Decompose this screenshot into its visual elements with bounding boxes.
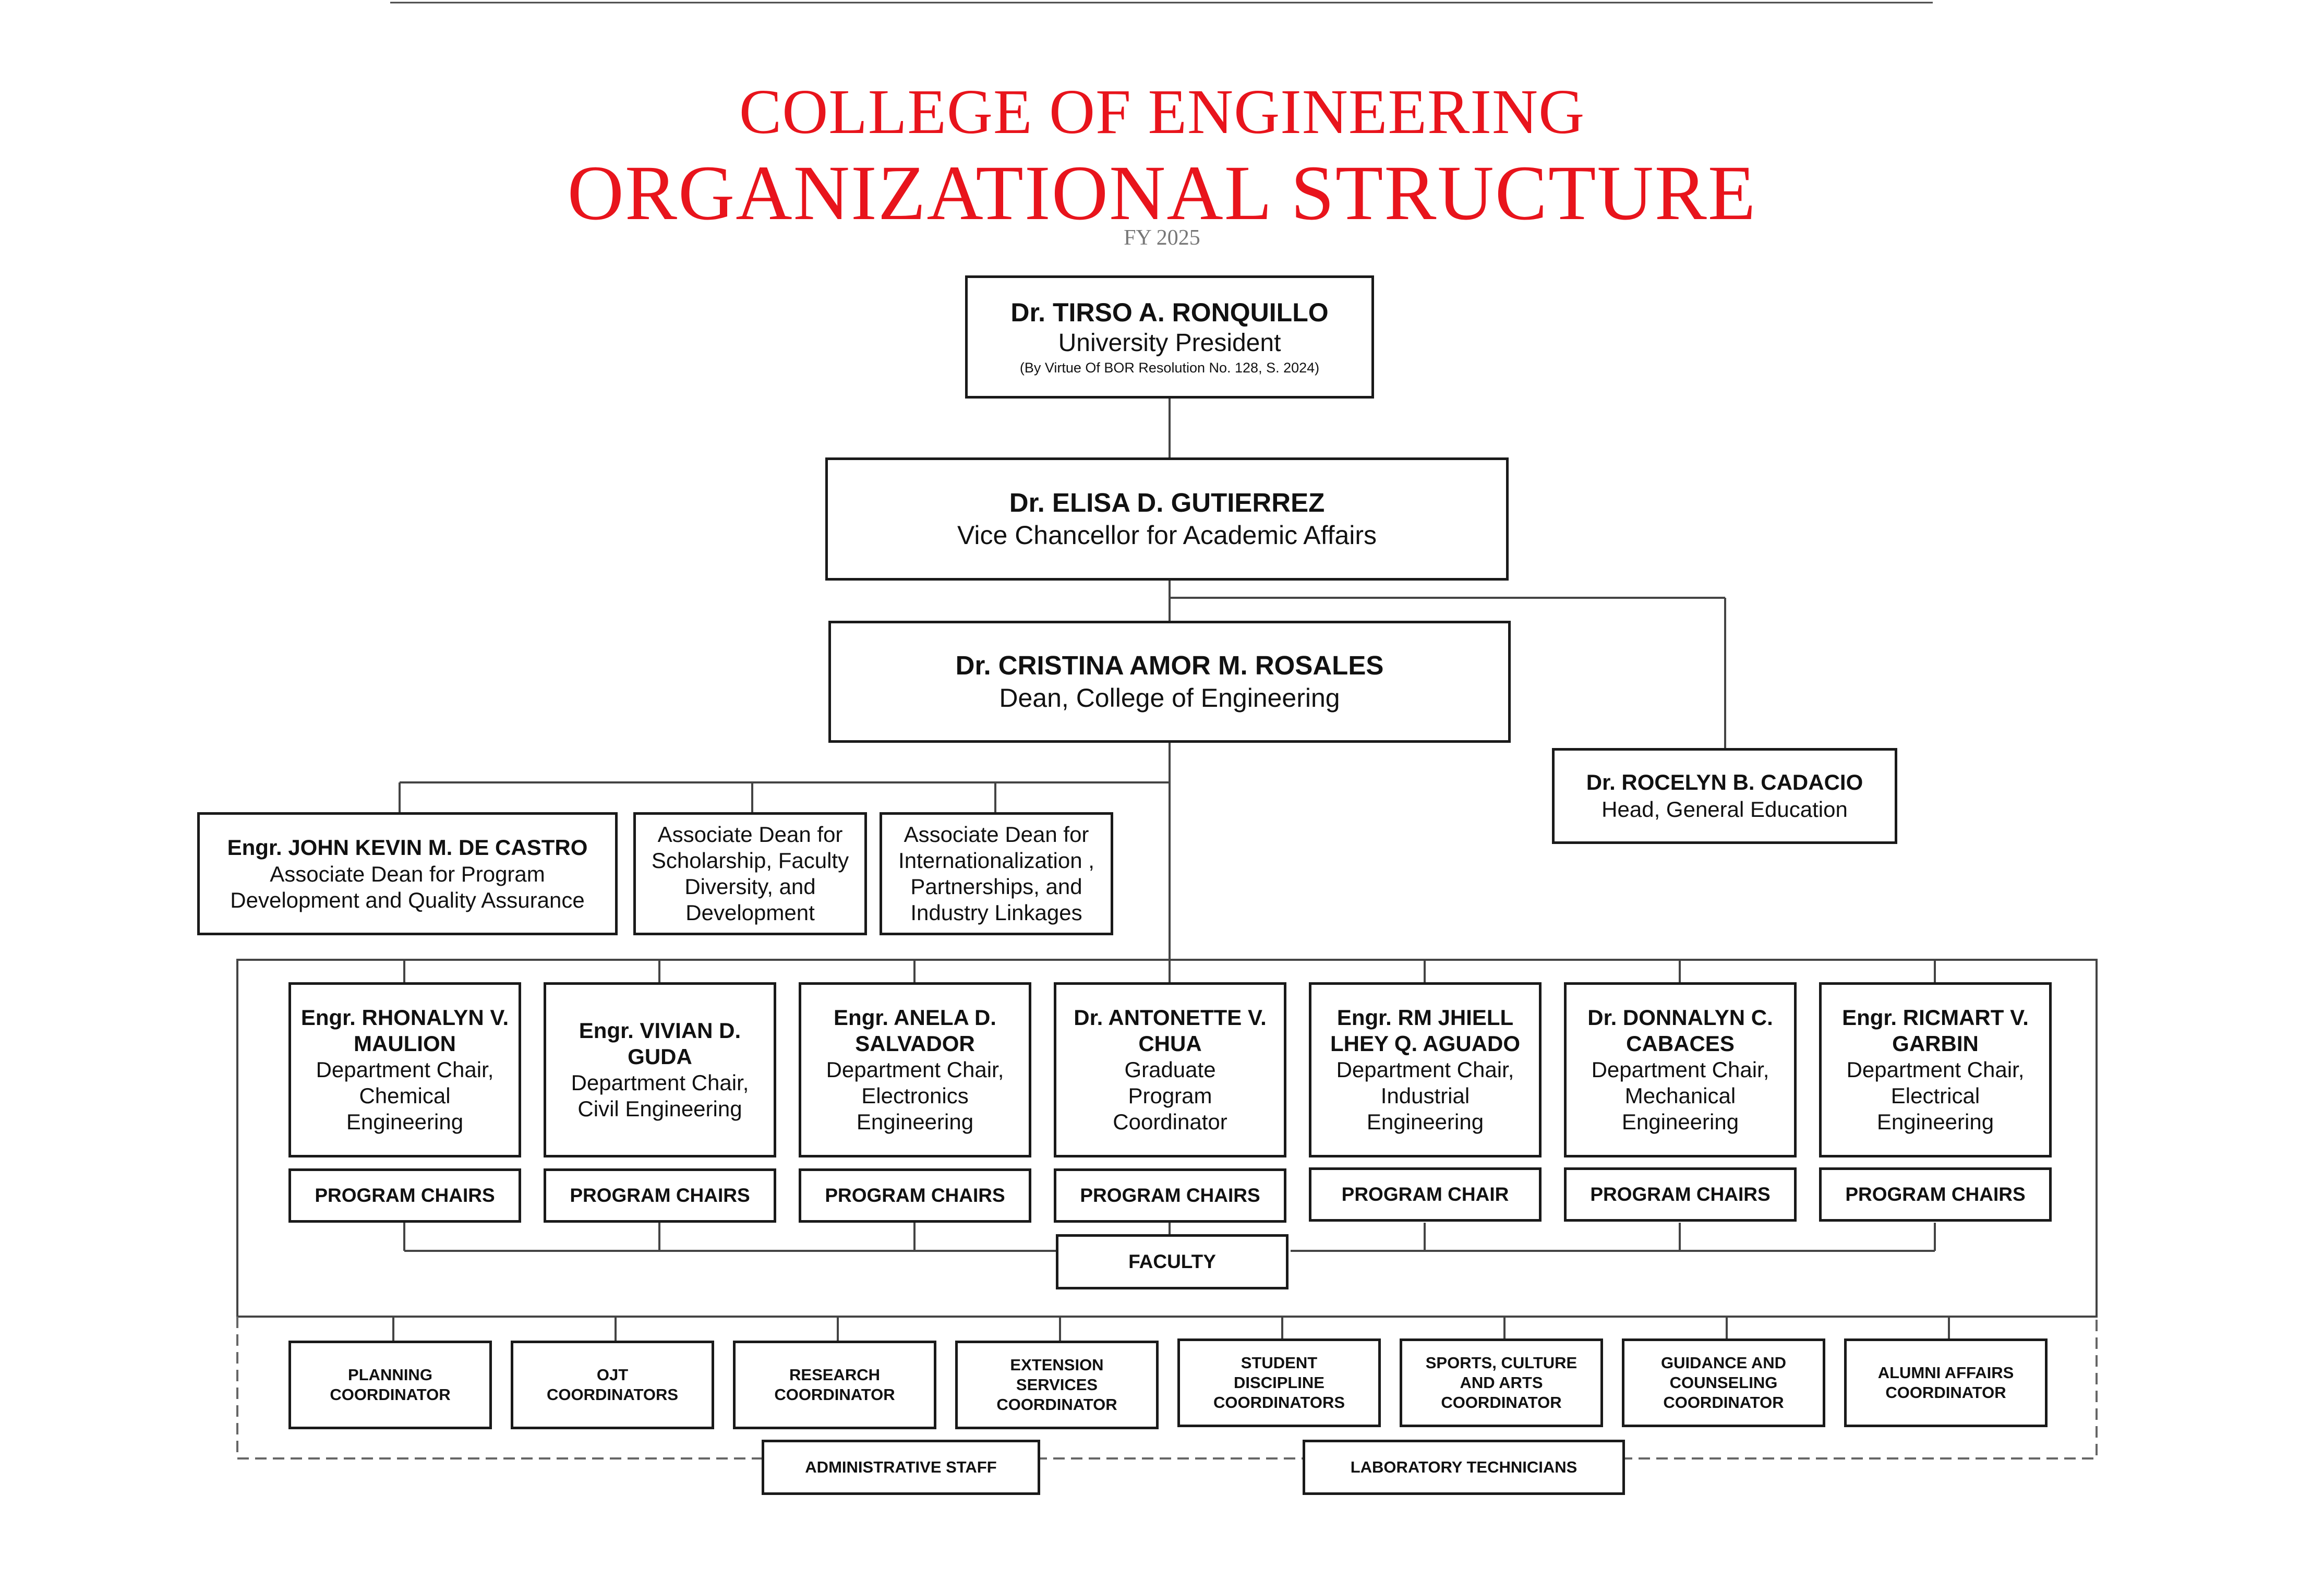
coordinator-label: PLANNING COORDINATOR [330, 1366, 451, 1404]
program-chairs-label: PROGRAM CHAIRS [1080, 1185, 1260, 1206]
coordinator-label: RESEARCH COORDINATOR [774, 1366, 895, 1404]
program-chairs-label: PROGRAM CHAIRS [570, 1185, 750, 1206]
associate-dean-box-1: Engr. JOHN KEVIN M. DE CASTRO Associate … [197, 812, 618, 935]
president-box: Dr. TIRSO A. RONQUILLO University Presid… [965, 275, 1374, 399]
program-chairs-box: PROGRAM CHAIRS [799, 1168, 1031, 1223]
associate-dean-role: Associate Dean for Scholarship, Faculty … [651, 822, 849, 925]
program-chairs-box: PROGRAM CHAIRS [1819, 1167, 2052, 1222]
coordinator-label: GUIDANCE AND COUNSELING COORDINATOR [1661, 1354, 1786, 1412]
department-chair-name: Engr. ANELA D. SALVADOR [834, 1005, 996, 1056]
department-chair-role: Department Chair, Electrical Engineering [1846, 1057, 2025, 1134]
coordinator-label: STUDENT DISCIPLINE COORDINATORS [1213, 1354, 1345, 1412]
fiscal-year: FY 2025 [1124, 226, 1200, 250]
department-chair-role: Department Chair, Industrial Engineering [1336, 1057, 1514, 1134]
department-chair-name: Engr. RICMART V. GARBIN [1842, 1005, 2029, 1056]
coordinator-label: SPORTS, CULTURE AND ARTS COORDINATOR [1425, 1354, 1578, 1412]
coordinator-box-research: RESEARCH COORDINATOR [733, 1341, 936, 1429]
department-box-industrial: Engr. RM JHIELL LHEY Q. AGUADO Departmen… [1309, 982, 1542, 1157]
department-chair-role: Department Chair, Electronics Engineerin… [826, 1057, 1004, 1134]
associate-dean-role: Associate Dean for Program Development a… [230, 862, 585, 912]
coordinator-label: OJT COORDINATORS [546, 1366, 679, 1404]
support-frame [236, 1317, 2098, 1460]
laboratory-technicians-box: LABORATORY TECHNICIANS [1303, 1440, 1625, 1495]
vice-chancellor-box: Dr. ELISA D. GUTIERREZ Vice Chancellor f… [825, 457, 1509, 581]
support-staff-label: LABORATORY TECHNICIANS [1350, 1458, 1578, 1476]
coordinator-box-extension: EXTENSION SERVICES COORDINATOR [955, 1341, 1159, 1429]
title-line-2: ORGANIZATIONAL STRUCTURE [567, 150, 1757, 236]
dean-box: Dr. CRISTINA AMOR M. ROSALES Dean, Colle… [828, 621, 1511, 743]
coordinator-box-ojt: OJT COORDINATORS [511, 1341, 714, 1429]
president-role: University President [1058, 329, 1281, 357]
program-chairs-label: PROGRAM CHAIR [1341, 1184, 1509, 1205]
department-box-electronics: Engr. ANELA D. SALVADOR Department Chair… [799, 982, 1031, 1157]
vice-chancellor-name: Dr. ELISA D. GUTIERREZ [1009, 488, 1325, 517]
associate-dean-name: Engr. JOHN KEVIN M. DE CASTRO [227, 835, 588, 860]
faculty-label: FACULTY [1128, 1251, 1216, 1272]
department-chair-name: Engr. RM JHIELL LHEY Q. AGUADO [1330, 1005, 1521, 1056]
coordinator-box-sports-culture: SPORTS, CULTURE AND ARTS COORDINATOR [1400, 1338, 1603, 1427]
coordinator-label: EXTENSION SERVICES COORDINATOR [996, 1356, 1117, 1414]
department-chair-role: Department Chair, Chemical Engineering [316, 1057, 494, 1134]
coordinator-box-alumni: ALUMNI AFFAIRS COORDINATOR [1844, 1338, 2048, 1427]
coordinator-box-student-discipline: STUDENT DISCIPLINE COORDINATORS [1177, 1338, 1381, 1427]
dean-name: Dr. CRISTINA AMOR M. ROSALES [955, 650, 1384, 680]
program-chairs-label: PROGRAM CHAIRS [1590, 1184, 1771, 1205]
support-staff-label: ADMINISTRATIVE STAFF [805, 1458, 997, 1476]
department-chair-name: Engr. RHONALYN V. MAULION [300, 1005, 509, 1056]
faculty-box: FACULTY [1056, 1234, 1289, 1289]
program-chairs-box: PROGRAM CHAIRS [288, 1168, 521, 1223]
president-name: Dr. TIRSO A. RONQUILLO [1010, 298, 1329, 327]
department-box-mechanical: Dr. DONNALYN C. CABACES Department Chair… [1564, 982, 1797, 1157]
program-chairs-label: PROGRAM CHAIRS [315, 1185, 495, 1206]
department-chair-name: Engr. VIVIAN D. GUDA [579, 1018, 741, 1069]
associate-dean-box-3: Associate Dean for Internationalization … [880, 812, 1113, 935]
program-chairs-label: PROGRAM CHAIRS [825, 1185, 1005, 1206]
coordinator-box-guidance: GUIDANCE AND COUNSELING COORDINATOR [1622, 1338, 1825, 1427]
president-note: (By Virtue Of BOR Resolution No. 128, S.… [1019, 360, 1320, 376]
program-chairs-box: PROGRAM CHAIR [1309, 1167, 1542, 1222]
department-chair-role: Department Chair, Mechanical Engineering [1591, 1057, 1769, 1134]
program-chairs-box: PROGRAM CHAIRS [1564, 1167, 1797, 1222]
administrative-staff-box: ADMINISTRATIVE STAFF [762, 1440, 1040, 1495]
department-box-chemical: Engr. RHONALYN V. MAULION Department Cha… [288, 982, 521, 1157]
gen-ed-head-box: Dr. ROCELYN B. CADACIO Head, General Edu… [1552, 748, 1897, 844]
department-chair-role: Graduate Program Coordinator [1113, 1057, 1227, 1134]
vice-chancellor-role: Vice Chancellor for Academic Affairs [957, 521, 1377, 550]
department-box-graduate: Dr. ANTONETTE V. CHUA Graduate Program C… [1054, 982, 1286, 1157]
coordinator-box-planning: PLANNING COORDINATOR [288, 1341, 492, 1429]
department-chair-name: Dr. DONNALYN C. CABACES [1587, 1005, 1773, 1056]
associate-dean-role: Associate Dean for Internationalization … [898, 822, 1094, 925]
department-box-electrical: Engr. RICMART V. GARBIN Department Chair… [1819, 982, 2052, 1157]
gen-ed-head-name: Dr. ROCELYN B. CADACIO [1586, 770, 1863, 794]
coordinator-label: ALUMNI AFFAIRS COORDINATOR [1877, 1364, 2014, 1402]
department-box-civil: Engr. VIVIAN D. GUDA Department Chair, C… [544, 982, 776, 1157]
program-chairs-label: PROGRAM CHAIRS [1845, 1184, 2026, 1205]
program-chairs-box: PROGRAM CHAIRS [544, 1168, 776, 1223]
department-frame [236, 959, 2098, 1318]
department-chair-role: Department Chair, Civil Engineering [571, 1070, 749, 1121]
associate-dean-box-2: Associate Dean for Scholarship, Faculty … [633, 812, 867, 935]
dean-role: Dean, College of Engineering [999, 683, 1340, 713]
department-chair-name: Dr. ANTONETTE V. CHUA [1074, 1005, 1267, 1056]
program-chairs-box: PROGRAM CHAIRS [1054, 1168, 1286, 1223]
gen-ed-head-role: Head, General Education [1601, 797, 1848, 822]
title-line-1: COLLEGE OF ENGINEERING [739, 77, 1585, 147]
